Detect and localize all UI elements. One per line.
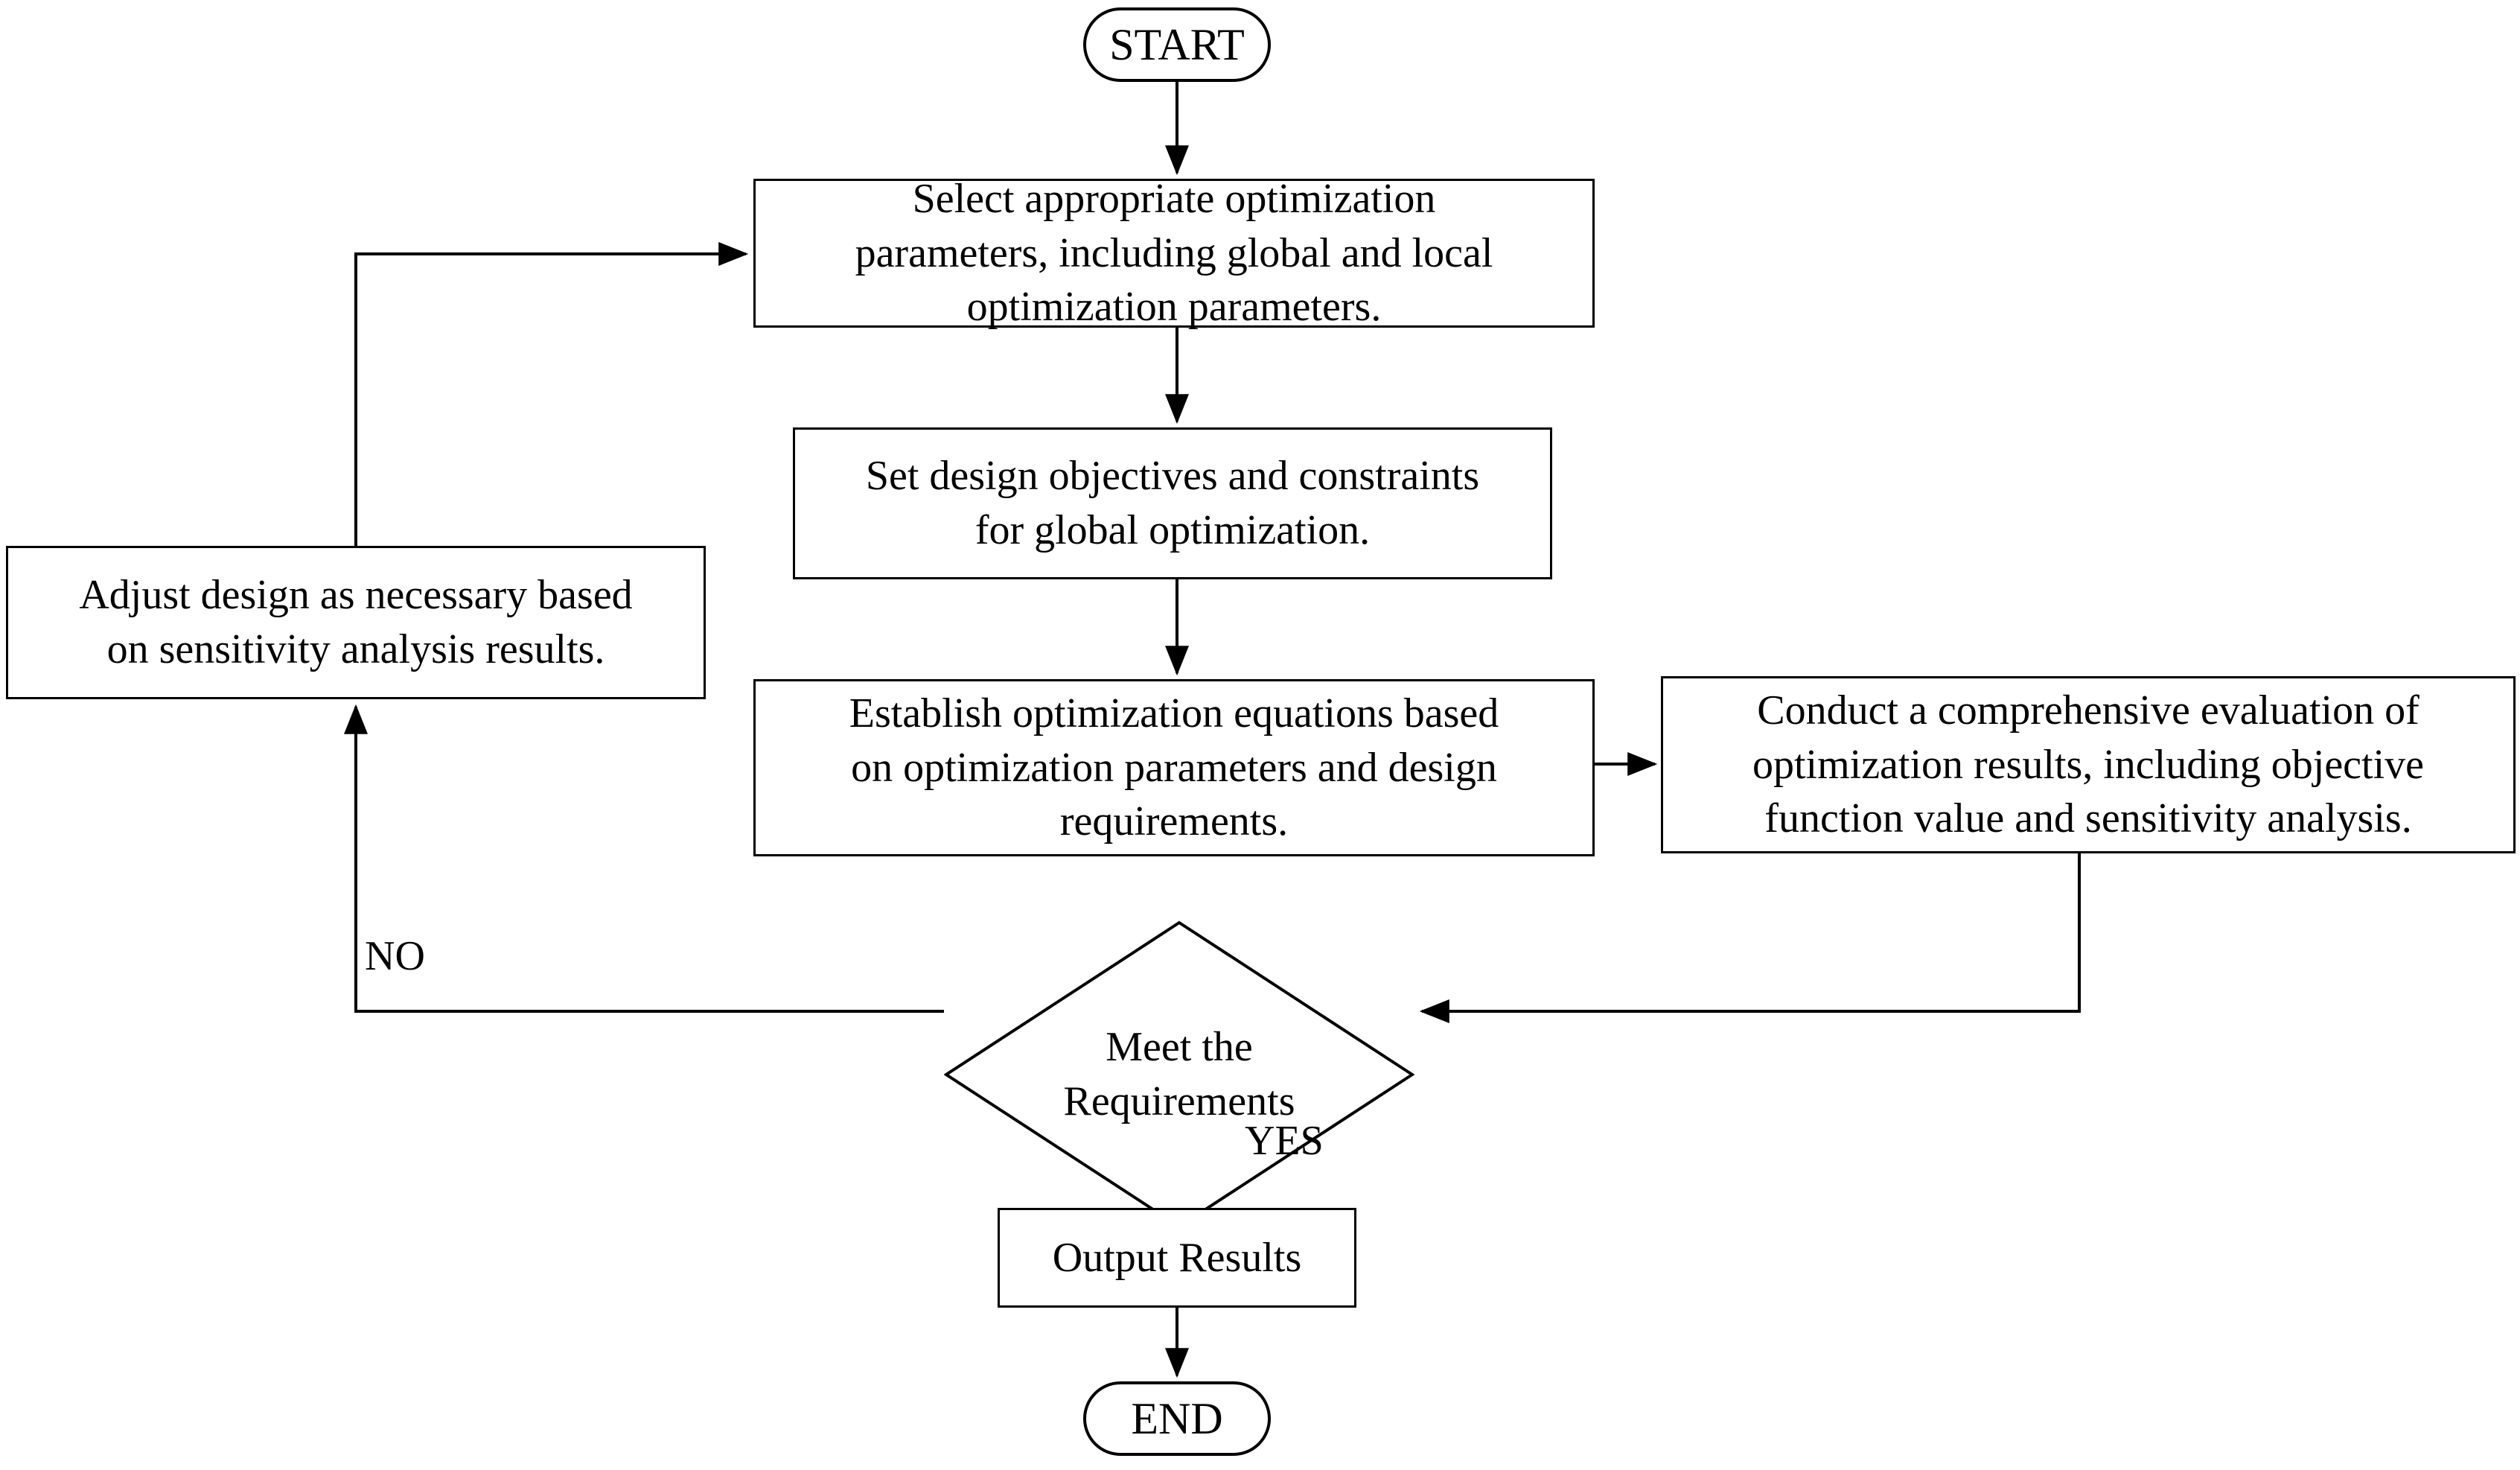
edge-adjust-to-select	[354, 242, 749, 546]
node-select-parameters-label: Select appropriate optimization paramete…	[855, 175, 1493, 331]
node-end-label: END	[1131, 1393, 1223, 1443]
node-select-parameters[interactable]: Select appropriate optimization paramete…	[753, 176, 1595, 330]
node-output-results[interactable]: Output Results	[998, 1208, 1356, 1308]
node-decision-meet-requirements[interactable]: Meet the Requirements	[943, 920, 1415, 1229]
node-establish-equations-label: Establish optimization equations based o…	[849, 690, 1499, 845]
node-set-objectives[interactable]: Set design objectives and constraints fo…	[793, 427, 1552, 579]
edge-label-yes: YES	[1245, 1118, 1324, 1164]
node-end[interactable]: END	[1083, 1381, 1271, 1456]
node-adjust-design-label: Adjust design as necessary based on sens…	[79, 572, 633, 672]
node-conduct-evaluation-label: Conduct a comprehensive evaluation of op…	[1752, 687, 2425, 842]
edge-evaluation-to-decision	[1419, 853, 2081, 1023]
node-adjust-design[interactable]: Adjust design as necessary based on sens…	[6, 546, 706, 699]
node-start[interactable]: START	[1083, 7, 1271, 82]
node-establish-equations[interactable]: Establish optimization equations based o…	[753, 679, 1595, 856]
node-decision-label: Meet the Requirements	[1063, 1024, 1295, 1124]
node-conduct-evaluation[interactable]: Conduct a comprehensive evaluation of op…	[1661, 676, 2516, 853]
node-output-results-label: Output Results	[1052, 1234, 1302, 1281]
edge-label-no: NO	[365, 933, 425, 979]
node-start-label: START	[1109, 19, 1245, 69]
node-set-objectives-label: Set design objectives and constraints fo…	[865, 453, 1480, 553]
